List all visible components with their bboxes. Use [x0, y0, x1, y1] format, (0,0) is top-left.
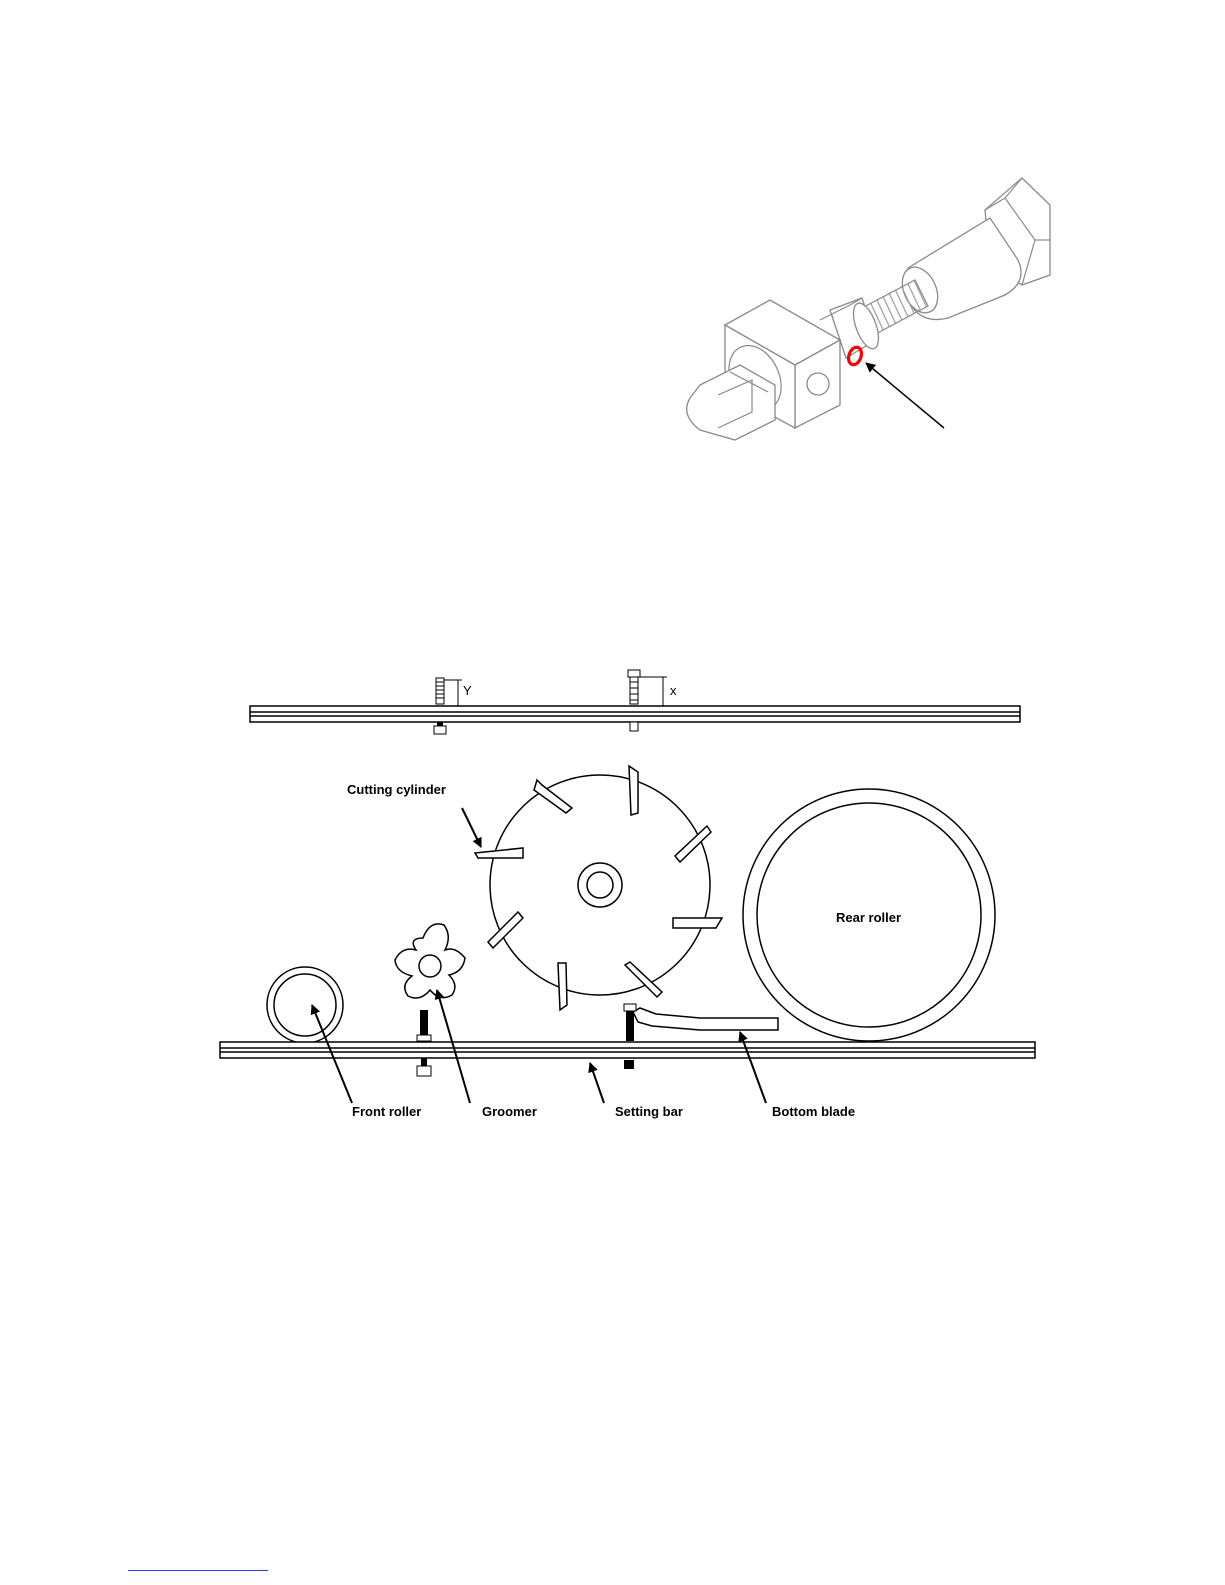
front-roller-label: Front roller [352, 1104, 421, 1119]
bottom-blade [624, 1004, 778, 1069]
setting-bar [220, 1042, 1035, 1058]
pointer-arrow [866, 363, 944, 428]
upper-bar [250, 706, 1020, 722]
dimension-y-label: Y [463, 683, 472, 698]
cutting-cylinder-label: Cutting cylinder [347, 782, 446, 797]
setting-bar-label: Setting bar [615, 1104, 683, 1119]
bottom-blade-label: Bottom blade [772, 1104, 855, 1119]
rear-roller-label: Rear roller [836, 910, 901, 925]
front-roller [267, 967, 343, 1043]
cutting-cylinder [475, 766, 722, 1010]
cutting-cylinder-arrow [462, 808, 481, 847]
footnote-separator-line [128, 1570, 268, 1571]
cutting-unit-diagram: Y x [220, 670, 1035, 1119]
setting-bar-arrow [590, 1063, 604, 1103]
dimension-x-label: x [670, 683, 677, 698]
groomer-label: Groomer [482, 1104, 537, 1119]
screw-assembly-figure [687, 178, 1050, 440]
